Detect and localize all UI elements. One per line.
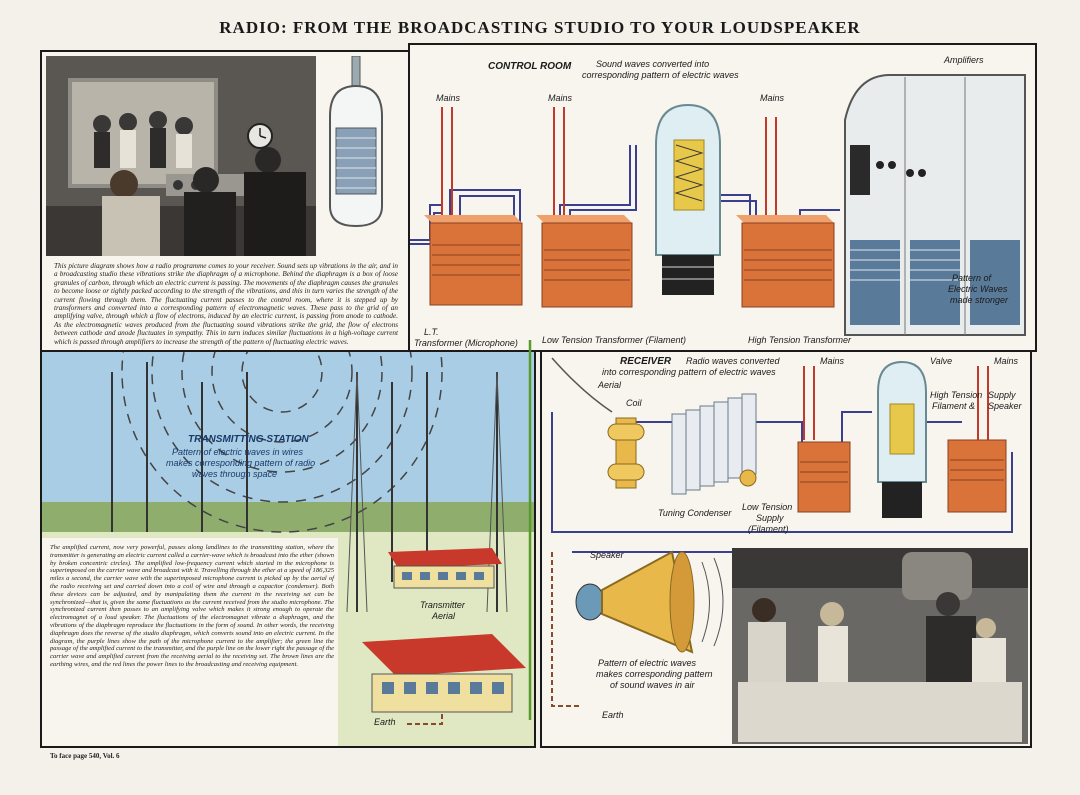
receiver-panel: RECEIVER Radio waves converted into corr… <box>540 350 1032 748</box>
valve-label: Valve <box>930 356 953 366</box>
mains-power-lines <box>441 107 777 220</box>
amplifier-cabinets <box>844 74 1026 336</box>
footer-note: To face page 540, Vol. 6 <box>50 752 120 760</box>
mains-label-1: Mains <box>436 93 461 103</box>
lt-supply-label-1: Low Tension <box>742 502 793 512</box>
lt-supply-label-3: (Filament) <box>748 524 789 534</box>
amplifying-valve <box>655 103 721 295</box>
studio-photo-art <box>46 56 316 256</box>
transformer-high-tension <box>736 215 835 308</box>
amp-note-3: made stronger <box>950 295 1009 305</box>
station-building-rear <box>388 548 502 589</box>
receiver-sub-2: into corresponding pattern of electric w… <box>602 367 776 377</box>
amplifiers-label: Amplifiers <box>944 55 984 65</box>
studio-caption: This picture diagram shows how a radio p… <box>54 262 398 346</box>
transformer-filament <box>536 215 633 308</box>
sound-note-2: makes corresponding pattern <box>596 669 713 679</box>
studio-photo <box>46 56 316 256</box>
receiver-valve <box>877 360 927 518</box>
family-photo <box>732 548 1028 744</box>
ht-label-2: Filament & <box>932 401 976 411</box>
transmit-caption: The amplified current, now very powerful… <box>50 544 334 668</box>
supply-label-2: Speaker <box>988 401 1022 411</box>
transmitting-sub-2: makes corresponding pattern of radio <box>166 458 316 468</box>
sound-note-3: of sound waves in air <box>610 680 695 690</box>
loudspeaker <box>575 550 724 654</box>
radio-wave-rings <box>121 352 443 533</box>
transmitting-panel: TRANSMITTING STATION Pattern of electric… <box>40 350 536 748</box>
microphone-illustration <box>329 56 383 228</box>
station-building-front <box>362 634 526 713</box>
receiver-transformer-left <box>797 441 851 513</box>
receiving-aerial <box>551 357 613 413</box>
receiver-mains-lines <box>803 366 989 440</box>
receiver-transformer-right <box>947 439 1007 513</box>
control-room-heading: CONTROL ROOM <box>488 61 572 72</box>
aerial-label: Aerial <box>598 380 622 390</box>
supply-label-1: Supply <box>988 390 1016 400</box>
transformer-mic <box>424 215 523 306</box>
tuning-condenser-label: Tuning Condenser <box>658 508 732 518</box>
transmitter-masts <box>111 362 498 612</box>
amplified-current-line <box>528 340 532 720</box>
transmitter-aerial-label-2: Aerial <box>432 611 456 621</box>
earth-wire-transmit <box>406 714 443 725</box>
sound-note-1: Pattern of electric waves <box>598 658 697 668</box>
transmitting-diagram <box>42 352 534 746</box>
transmitter-aerial-label-1: Transmitter <box>420 600 465 610</box>
ht-label-1: High Tension <box>930 390 983 400</box>
control-room-sub-1: Sound waves converted into <box>596 59 710 69</box>
control-room-sub-2: corresponding pattern of electric waves <box>582 70 739 80</box>
transmitting-sub-3: waves through space <box>192 469 278 479</box>
lt-transformer-label-2: Transformer (Microphone) <box>414 338 518 348</box>
low-tension-transformer-label: Low Tension Transformer (Filament) <box>542 335 687 345</box>
speaker-label: Speaker <box>590 550 624 560</box>
amp-note-2: Electric Waves <box>948 284 1008 294</box>
transmit-earth-label: Earth <box>374 717 396 727</box>
high-tension-transformer-label: High Tension Transformer <box>748 335 852 345</box>
lt-supply-label-2: Supply <box>756 513 784 523</box>
receiver-heading: RECEIVER <box>620 356 672 367</box>
mains-label-2: Mains <box>548 93 573 103</box>
coil-label: Coil <box>626 398 642 408</box>
poster-title: RADIO: FROM THE BROADCASTING STUDIO TO Y… <box>219 18 861 37</box>
receiver-diagram <box>551 357 1028 744</box>
transmitting-heading: TRANSMITTING STATION <box>188 434 309 445</box>
receiver-sub-1: Radio waves converted <box>686 356 780 366</box>
mast-lattice <box>346 371 508 613</box>
control-room-diagram <box>410 74 1026 336</box>
tuning-condenser <box>671 393 757 495</box>
receiver-mains-2: Mains <box>994 356 1019 366</box>
amp-note-1: Pattern of <box>952 273 992 283</box>
receiver-coil <box>607 417 645 489</box>
lt-transformer-label-1: L.T. <box>424 327 439 337</box>
earth-wire-receive <box>551 552 582 707</box>
mains-label-3: Mains <box>760 93 785 103</box>
transmitting-sub-1: Pattern of electric waves in wires <box>172 447 304 457</box>
receive-earth-label: Earth <box>602 710 624 720</box>
receiver-mains-1: Mains <box>820 356 845 366</box>
control-room-panel: CONTROL ROOM Sound waves converted into … <box>408 43 1037 352</box>
